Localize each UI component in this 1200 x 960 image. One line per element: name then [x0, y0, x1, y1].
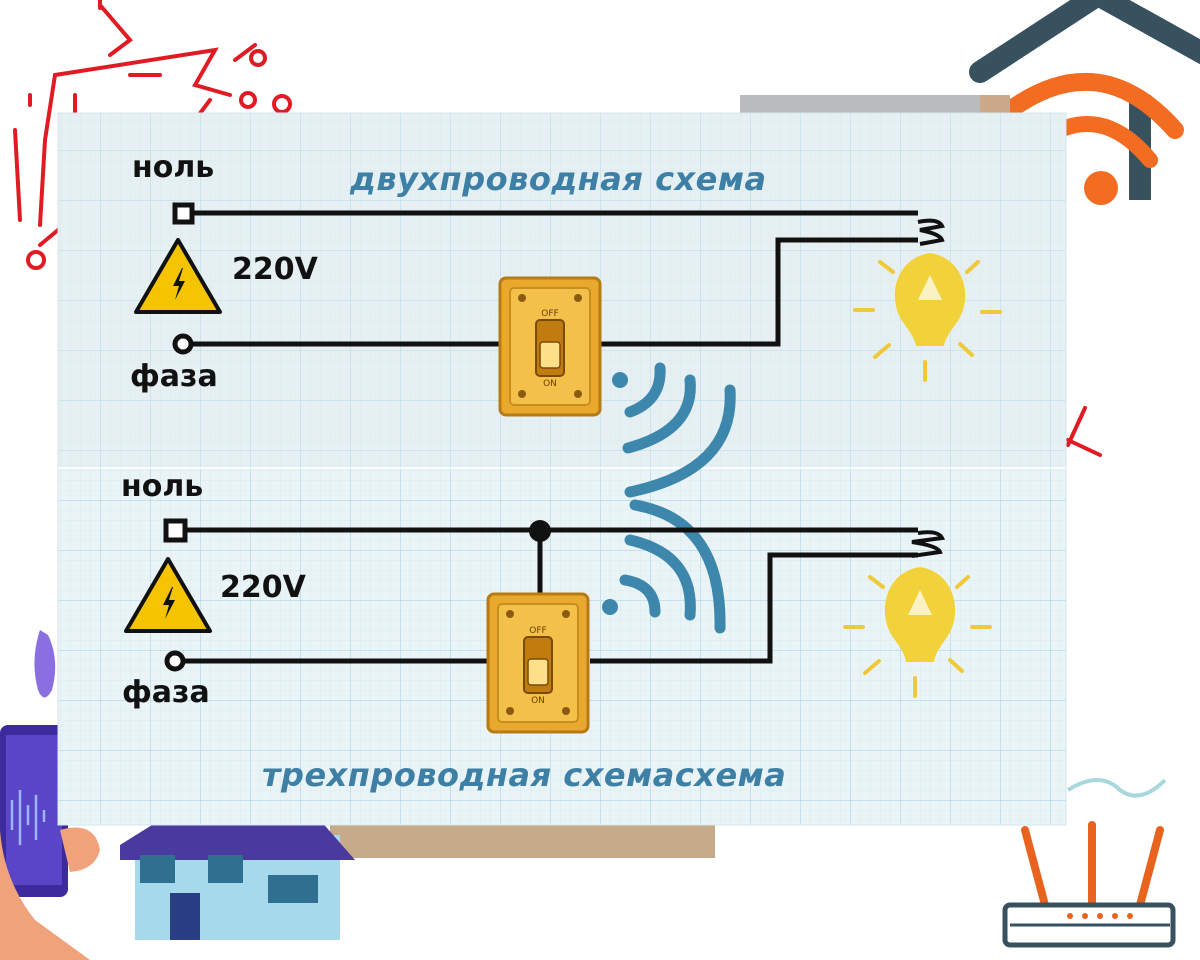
bottom-switch-on-label: ON	[531, 696, 545, 706]
top-switch-on-label: ON	[543, 379, 557, 389]
bottom-neutral-terminal	[163, 518, 188, 543]
top-switch-off-label: OFF	[541, 309, 558, 319]
circuit-decoration-icon	[13, 0, 292, 270]
light-switch-icon: OFF ON	[498, 276, 602, 417]
top-neutral-terminal	[172, 202, 195, 225]
light-switch-icon: OFF ON	[486, 592, 590, 734]
warning-voltage-icon	[134, 238, 222, 314]
sand-photo-strip	[330, 820, 715, 858]
top-phase-label: фаза	[130, 359, 218, 394]
top-wiring	[192, 210, 918, 347]
bottom-junction-node	[529, 520, 551, 542]
top-diagram-title: двухпроводная схема	[350, 160, 767, 198]
wifi-router-icon	[1002, 778, 1176, 948]
top-neutral-label: ноль	[132, 150, 215, 185]
red-spark-decoration	[1066, 406, 1102, 457]
smartphone-voice-icon	[0, 630, 100, 960]
wireless-signal-icon	[602, 362, 736, 634]
bottom-phase-terminal	[164, 650, 186, 672]
bottom-diagram-title: трехпроводная схемасхема	[262, 756, 787, 794]
house-icon	[120, 820, 355, 940]
bottom-phase-label: фаза	[122, 675, 210, 710]
top-voltage-label: 220V	[232, 252, 318, 287]
top-phase-wire-out	[600, 237, 918, 347]
light-bulb-icon	[853, 218, 1002, 382]
bottom-switch-off-label: OFF	[529, 626, 546, 636]
top-phase-terminal	[172, 333, 194, 355]
bottom-voltage-label: 220V	[220, 570, 306, 605]
bottom-neutral-label: ноль	[121, 469, 204, 504]
warning-voltage-icon	[124, 557, 212, 633]
light-bulb-icon	[843, 530, 992, 698]
bottom-phase-wire-out	[590, 552, 918, 664]
